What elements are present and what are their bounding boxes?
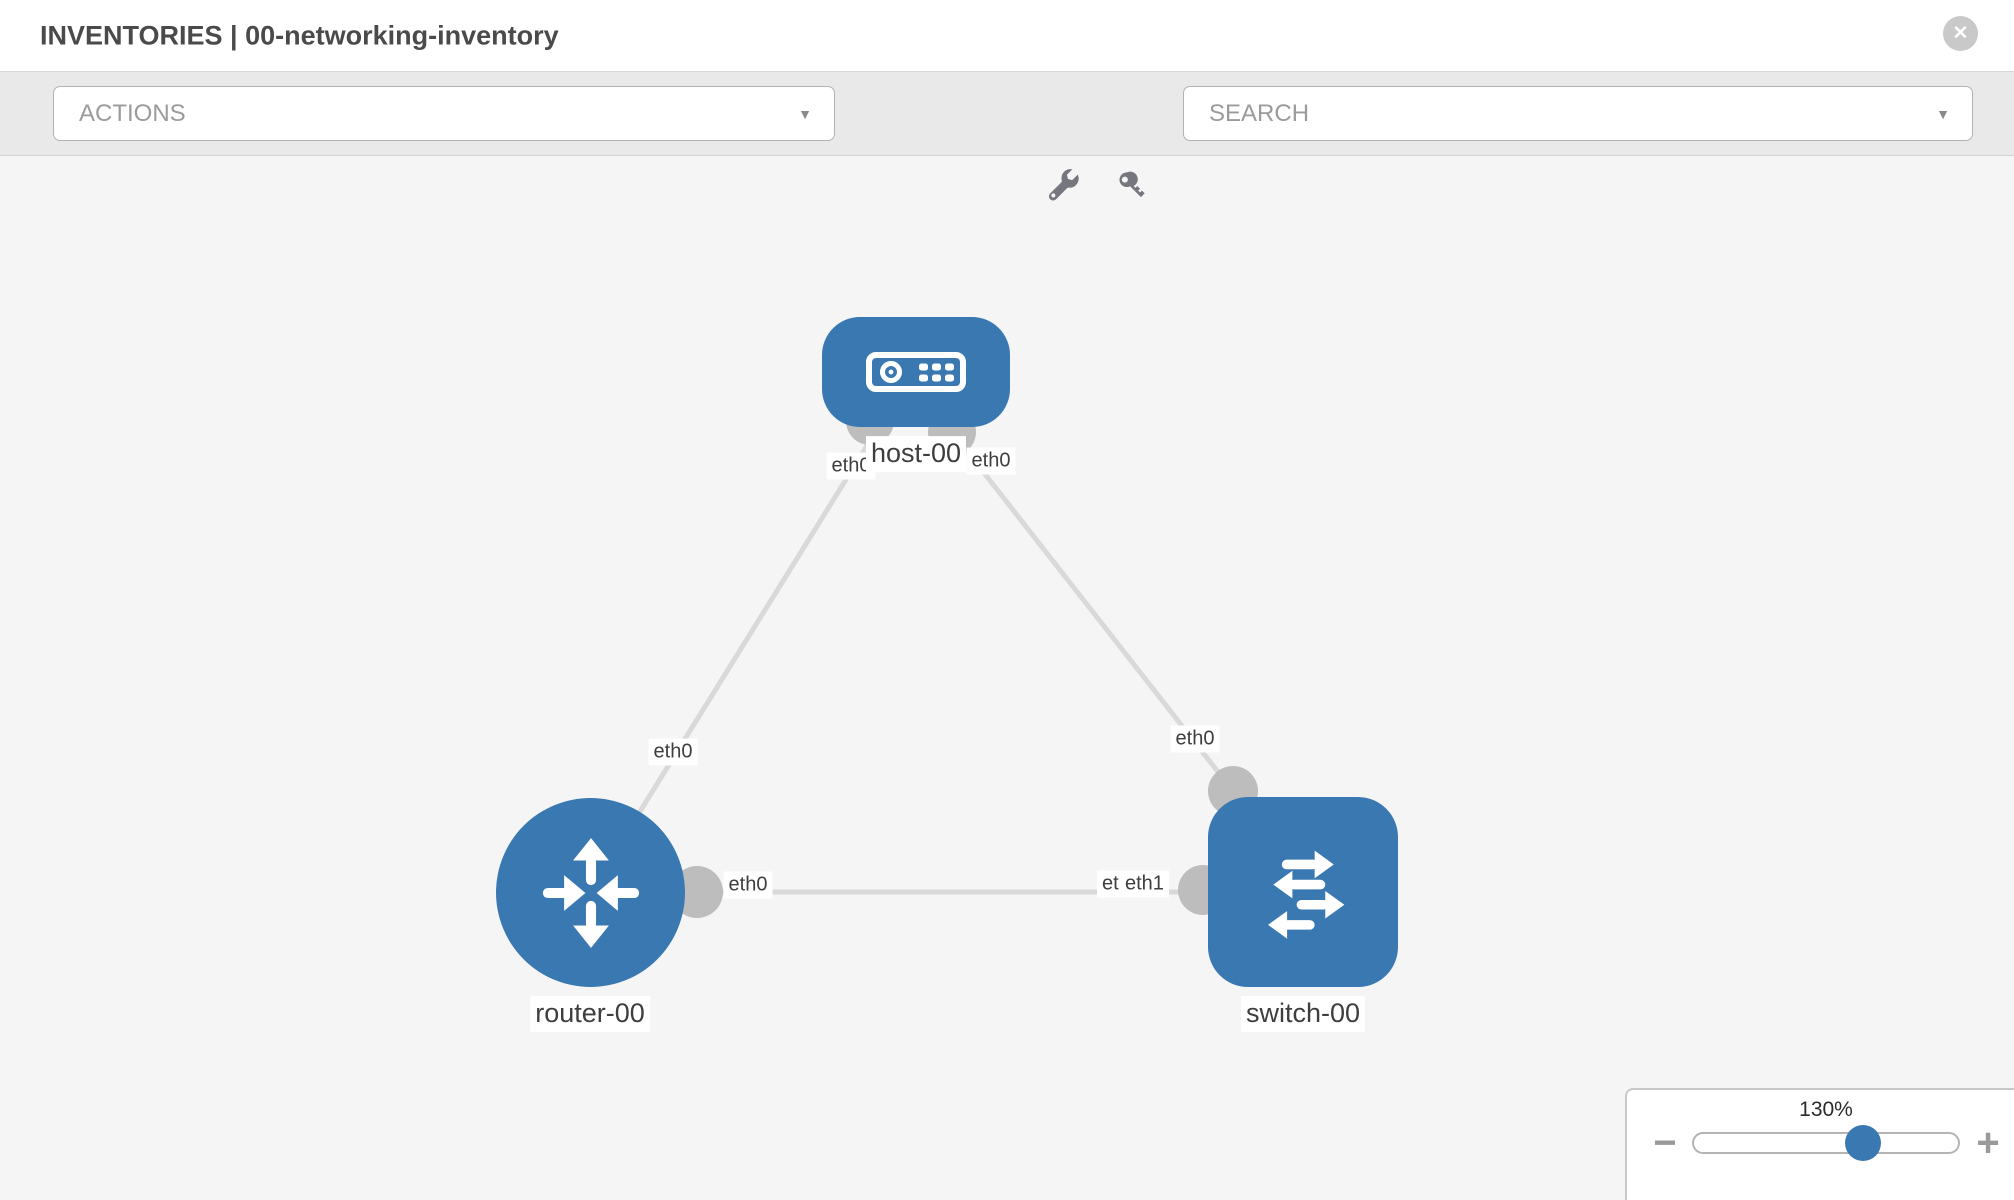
actions-dropdown[interactable]: ACTIONS ▼ xyxy=(53,86,835,141)
host-server-icon xyxy=(866,352,966,392)
zoom-in-button[interactable]: + xyxy=(1976,1123,1999,1163)
switch-icon xyxy=(1268,850,1345,939)
key-icon xyxy=(1119,171,1145,198)
close-icon: ✕ xyxy=(1952,23,1969,44)
plus-icon: + xyxy=(1976,1121,2000,1165)
if-label-router-uplink-eth0: eth0 xyxy=(648,738,698,766)
credentials-button[interactable] xyxy=(1117,170,1148,206)
topology-graph xyxy=(587,397,1303,918)
node-label-router-00: router-00 xyxy=(530,996,650,1032)
chevron-down-icon: ▼ xyxy=(1936,105,1950,122)
toolbar: ACTIONS ▼ SEARCH ▼ xyxy=(0,72,2014,201)
node-switch-00[interactable] xyxy=(1208,797,1398,987)
if-label-router-eth0: eth0 xyxy=(723,871,773,899)
if-label-host-eth0-right: eth0 xyxy=(966,447,1016,475)
zoom-value: 130% xyxy=(1799,1098,1853,1121)
zoom-slider-track[interactable] xyxy=(1692,1125,1960,1161)
chevron-down-icon: ▼ xyxy=(798,105,812,122)
minus-icon: − xyxy=(1653,1121,1677,1165)
zoom-out-button[interactable]: − xyxy=(1653,1123,1676,1163)
if-label-switch-top-eth0: eth0 xyxy=(1170,725,1220,753)
if-label-switch-eth1-front: eth1 xyxy=(1120,870,1169,898)
router-icon xyxy=(542,837,639,948)
window-header: INVENTORIES | 00-networking-inventory ✕ xyxy=(0,0,2014,72)
close-button[interactable]: ✕ xyxy=(1943,16,1978,51)
node-host-00[interactable] xyxy=(822,317,1010,427)
search-dropdown[interactable]: SEARCH ▼ xyxy=(1183,86,1973,141)
zoom-panel: 130% − + xyxy=(1625,1088,2014,1200)
page-title: INVENTORIES | 00-networking-inventory xyxy=(40,20,559,50)
zoom-slider-thumb[interactable] xyxy=(1844,1125,1881,1161)
actions-dropdown-label: ACTIONS xyxy=(79,99,186,127)
node-label-switch-00: switch-00 xyxy=(1240,996,1366,1032)
topology-canvas[interactable]: eth0 host-00 eth0 eth0 eth0 eth0 eth0 et… xyxy=(0,156,2014,1200)
node-router-00[interactable] xyxy=(496,798,685,987)
wrench-icon xyxy=(1048,169,1079,201)
search-dropdown-label: SEARCH xyxy=(1209,99,1310,127)
configure-button[interactable] xyxy=(1046,168,1080,207)
node-label-host-00: host-00 xyxy=(865,436,967,472)
